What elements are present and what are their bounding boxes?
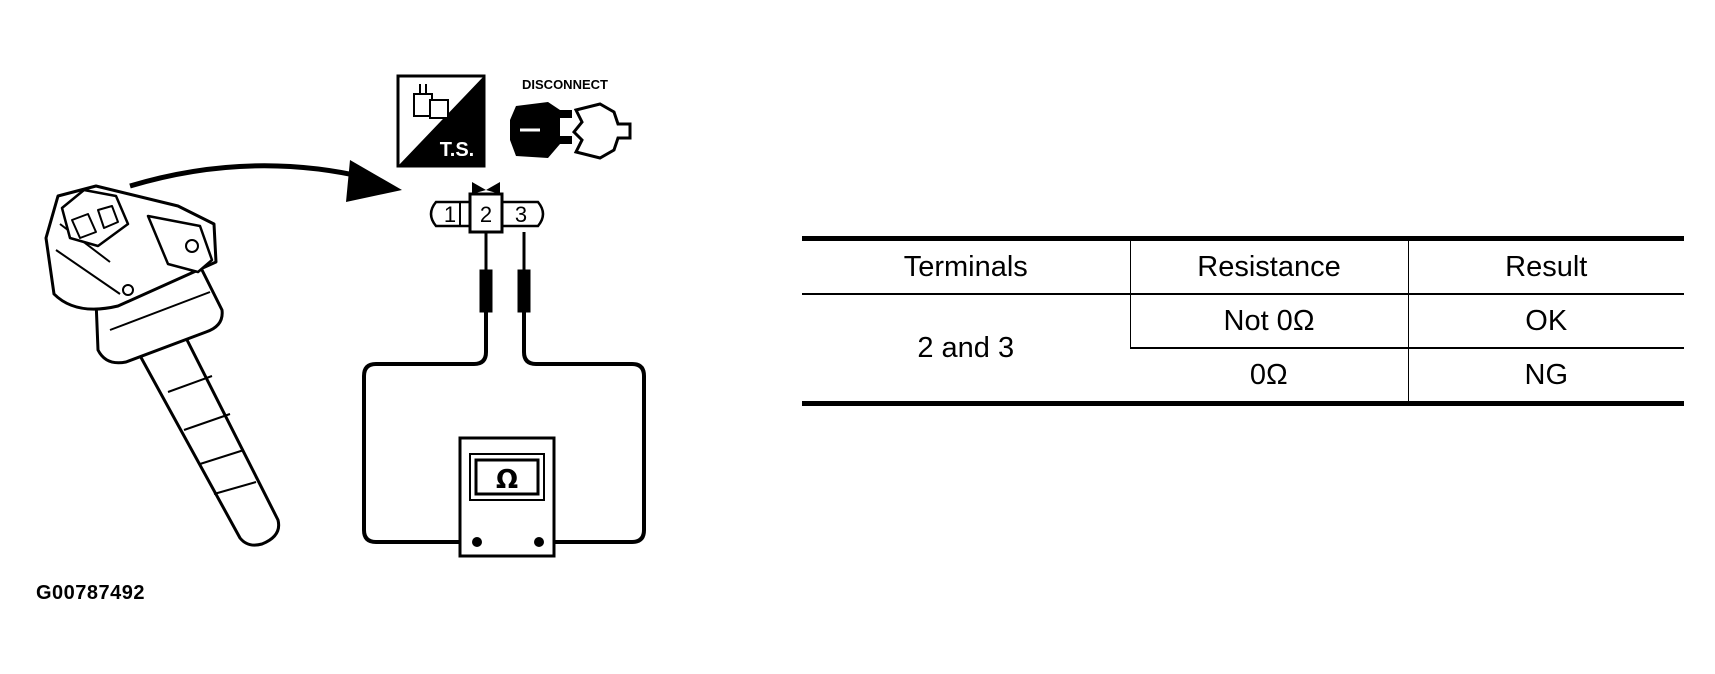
test-probes bbox=[479, 232, 531, 352]
header-resistance: Resistance bbox=[1129, 238, 1408, 294]
table-row: 2 and 3 Not 0Ω OK bbox=[802, 294, 1684, 405]
terminals-cell: 2 and 3 bbox=[802, 294, 1130, 405]
terminal-3-label: 3 bbox=[515, 202, 527, 227]
result-cell: OK bbox=[1407, 294, 1684, 349]
ignition-coil-test-diagram: T.S. DISCONNECT 1 2 3 Ω bbox=[44, 74, 646, 558]
ohm-symbol: Ω bbox=[496, 465, 518, 495]
resistance-cell: Not 0Ω bbox=[1129, 294, 1408, 349]
ignition-coil-illustration bbox=[44, 184, 281, 547]
table-header-row: Terminals Resistance Result bbox=[802, 238, 1684, 294]
disconnect-icon: DISCONNECT bbox=[510, 77, 632, 160]
test-leads bbox=[362, 351, 646, 544]
connector-pointer-arrow bbox=[129, 160, 402, 202]
terminal-2-label: 2 bbox=[480, 202, 492, 227]
result-cell: NG bbox=[1407, 348, 1684, 404]
terminal-1-label: 1 bbox=[444, 202, 456, 227]
table-row: 0Ω NG bbox=[802, 348, 1684, 404]
ohmmeter: Ω bbox=[458, 436, 556, 558]
figure-id: G00787492 bbox=[36, 582, 146, 604]
ts-label: T.S. bbox=[440, 139, 474, 161]
connector-terminals: 1 2 3 bbox=[429, 182, 545, 234]
header-terminals: Terminals bbox=[903, 250, 1028, 283]
disconnect-label: DISCONNECT bbox=[522, 77, 608, 92]
resistance-spec-table: Terminals Resistance Result 2 and 3 Not … bbox=[802, 236, 1684, 406]
resistance-cell: 0Ω bbox=[1249, 358, 1288, 391]
header-result: Result bbox=[1407, 238, 1684, 294]
ts-icon: T.S. bbox=[396, 74, 486, 168]
